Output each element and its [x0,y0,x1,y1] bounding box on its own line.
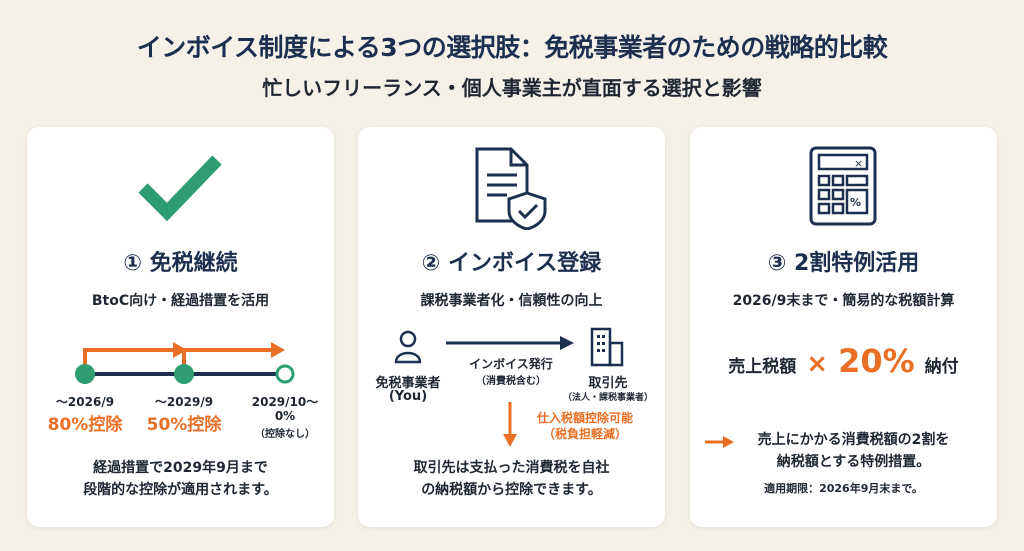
card-heading: ② インボイス登録 [421,251,602,276]
you-label: 免税事業者 [375,376,441,391]
card-subheading: 課税事業者化・信頼性の向上 [420,293,603,309]
client-label: 取引先 [588,376,628,391]
card-tax-exempt: ① 免税継続 BtoC向け・経過措置を活用 〜2026/9 80%控除 〜202… [27,127,334,527]
person-icon [394,330,422,364]
timeline-chart [75,342,295,384]
formula-left: 売上税額 [728,357,797,377]
you-sublabel: (You) [388,389,428,404]
formula-right: 納付 [924,357,959,377]
card-body: 取引先は支払った消費税を自社 の納税額から控除できます。 [358,457,665,501]
timeline-point [75,364,95,384]
timeline-value: 0% [274,409,296,423]
calculator-icon: × % [809,146,877,226]
card-20pct-special: × % ③ 2割特例活用 2026/9末まで・簡易的な税額計算 売上税額 × 2… [690,127,997,527]
timeline-date: 〜2029/9 [154,395,214,409]
formula: 売上税額 × 20% 納付 [690,342,997,380]
document-shield-icon [475,147,547,230]
body-line: 納税額とする特例措置。 [776,454,931,470]
formula-operator: × [806,349,829,379]
formula-percent: 20% [838,342,915,380]
page-subtitle: 忙しいフリーランス・個人事業主が直面する選択と影響 [262,76,762,100]
timeline-note: （控除なし） [255,429,315,440]
client-sublabel: （法人・課税事業者） [562,393,653,403]
timeline-point [275,364,295,384]
card-note: 適用期限：2026年9月末まで。 [764,482,923,495]
timeline-date: 2029/10〜 [251,395,319,409]
body-line: 取引先は支払った消費税を自社 [413,460,610,476]
body-line: 段階的な控除が適用されます。 [83,482,278,498]
body-line: 経過措置で2029年9月まで [93,460,268,476]
card-body: 売上にかかる消費税額の2割を 納税額とする特例措置。 [690,429,997,473]
card-invoice-registration: ② インボイス登録 課税事業者化・信頼性の向上 免税事業者 (You) インボイ… [358,127,665,527]
card-heading: ① 免税継続 [123,251,238,276]
checkmark-icon [138,155,222,222]
body-line: 売上にかかる消費税額の2割を [757,432,950,448]
arrow-down-icon [503,402,517,447]
card-heading: ③ 2割特例活用 [767,251,920,276]
timeline-value: 50%控除 [146,415,222,435]
building-icon [590,327,624,367]
timeline-point [174,364,194,384]
deduction-sublabel: （税負担軽減） [542,427,627,441]
page-title: インボイス制度による3つの選択肢：免税事業者のための戦略的比較 [136,33,888,62]
deduction-label: 仕入税額控除可能 [536,411,633,425]
timeline-value: 80%控除 [47,415,123,435]
card-body: 経過措置で2029年9月まで 段階的な控除が適用されます。 [27,457,334,501]
timeline-date: 〜2026/9 [55,395,115,409]
body-line: の納税額から控除できます。 [421,482,602,498]
svg-text:%: % [850,196,861,209]
card-subheading: 2026/9末まで・簡易的な税額計算 [732,293,955,309]
arrow-sublabel: （消費税含む） [476,376,546,387]
card-subheading: BtoC向け・経過措置を活用 [91,293,270,309]
arrow-right-icon [705,436,734,448]
svg-text:×: × [854,157,863,170]
arrow-right-icon [446,336,574,350]
arrow-label: インボイス発行 [469,357,553,371]
